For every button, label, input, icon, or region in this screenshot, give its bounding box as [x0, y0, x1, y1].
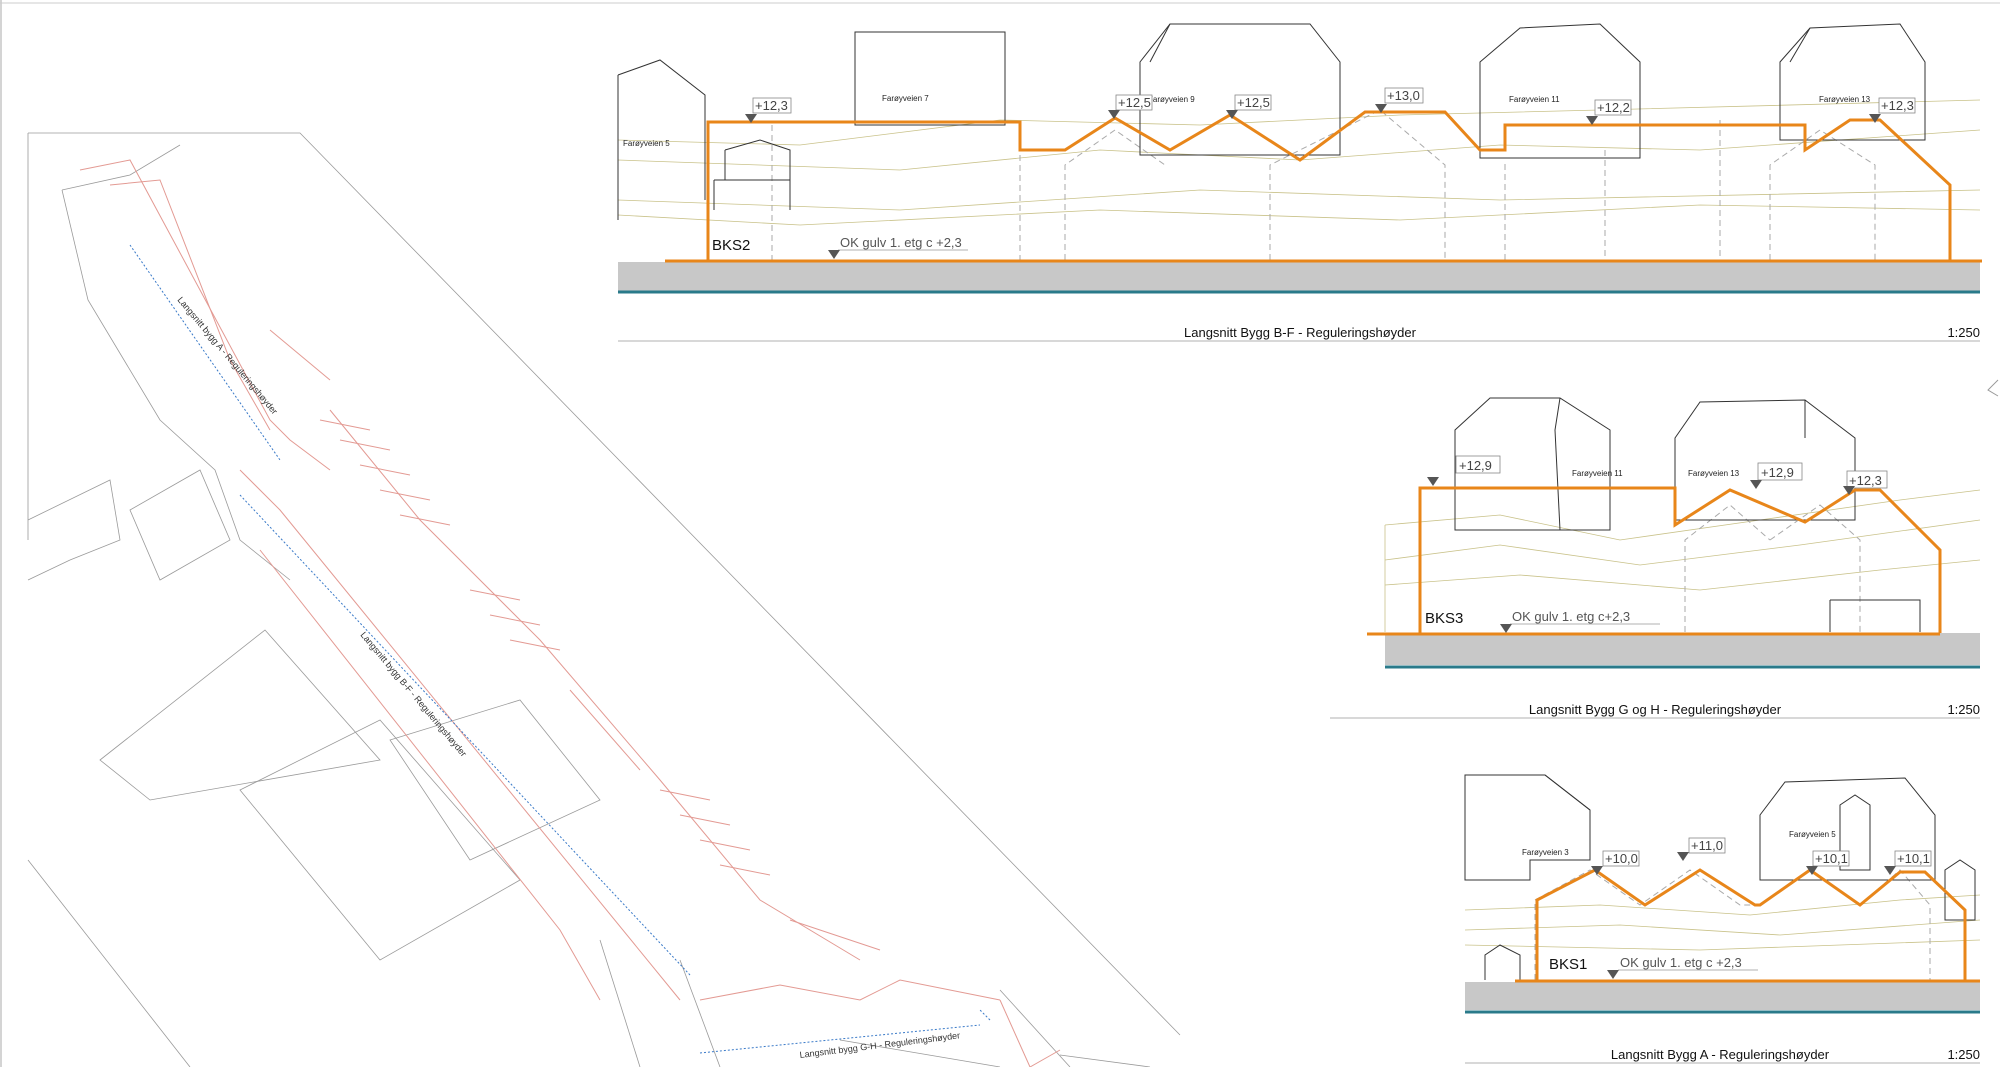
- section-scale: 1:250: [1947, 702, 1980, 717]
- elevation-label: +12,9: [1761, 465, 1794, 480]
- floor-level-label: OK gulv 1. etg c +2,3: [1620, 955, 1742, 970]
- ground-band: [618, 262, 1980, 292]
- bks-label: BKS1: [1549, 956, 1587, 973]
- elevation-marker: [1586, 116, 1598, 125]
- elevation-marker: [1869, 114, 1881, 123]
- elevation-label: +12,3: [755, 98, 788, 113]
- elevation-label: +10,0: [1605, 851, 1638, 866]
- elevation-marker: [1375, 104, 1387, 113]
- section-title: Langsnitt Bygg A - Reguleringshøyder: [1611, 1047, 1830, 1062]
- house-label: Farøyveien 7: [882, 94, 929, 103]
- elevation-label: +13,0: [1387, 88, 1420, 103]
- section-scale: 1:250: [1947, 325, 1980, 340]
- elevation-label: +12,2: [1597, 100, 1630, 115]
- elevation-marker: [1427, 477, 1439, 486]
- sheet-edge-mark: [1987, 379, 1999, 397]
- section-gh: Farøyveien 11 Farøyveien 13 +12,9 +12,9 …: [1330, 397, 1981, 719]
- floor-level-marker: [828, 250, 840, 259]
- house-label: Farøyveien 5: [623, 139, 670, 148]
- section-a: Farøyveien 3 Farøyveien 5 +10,0 +11,0 +1…: [1464, 774, 1981, 1064]
- elevation-marker: [1108, 110, 1120, 119]
- elevation-marker: [1750, 480, 1762, 489]
- floor-level-label: OK gulv 1. etg c +2,3: [840, 235, 962, 250]
- elevation-label: +12,3: [1881, 98, 1914, 113]
- ground-band: [1465, 982, 1980, 1010]
- floor-level-marker: [1500, 624, 1512, 633]
- house-label: Farøyveien 11: [1509, 95, 1560, 104]
- section-bf: Farøyveien 5 Farøyveien 7 Farøyveien 9 F…: [617, 23, 1982, 342]
- elevation-label: +10,1: [1897, 851, 1930, 866]
- elevation-label: +12,9: [1459, 458, 1492, 473]
- house-label: Farøyveien 5: [1789, 830, 1836, 839]
- elevation-marker: [1843, 486, 1855, 495]
- plan-label-section-bf: Langsnitt bygg B-F - Reguleringshøyder: [358, 630, 468, 759]
- house-label: Farøyveien 13: [1688, 469, 1740, 478]
- house-label: Farøyveien 13: [1819, 95, 1871, 104]
- ground-band: [1385, 633, 1980, 665]
- floor-level-marker: [1607, 970, 1619, 979]
- section-title: Langsnitt Bygg B-F - Reguleringshøyder: [1184, 325, 1417, 340]
- elevation-label: +12,5: [1237, 95, 1270, 110]
- plan-label-section-a: Langsnitt bygg A - Reguleringshøyder: [175, 295, 279, 416]
- house-label: Farøyveien 9: [1148, 95, 1195, 104]
- bks-label: BKS3: [1425, 610, 1463, 627]
- house-label: Farøyveien 11: [1572, 469, 1623, 478]
- elevation-marker: [745, 114, 757, 123]
- section-title: Langsnitt Bygg G og H - Reguleringshøyde…: [1529, 702, 1782, 717]
- elevation-marker: [1591, 866, 1603, 875]
- elevation-label: +10,1: [1815, 851, 1848, 866]
- elevation-marker: [1884, 866, 1896, 875]
- house-label: Farøyveien 3: [1522, 848, 1569, 857]
- floor-level-label: OK gulv 1. etg c+2,3: [1512, 609, 1630, 624]
- elevation-label: +12,3: [1849, 473, 1882, 488]
- elevation-marker: [1806, 866, 1818, 875]
- elevation-marker: [1677, 852, 1689, 861]
- elevation-marker: [1226, 110, 1238, 119]
- bks-label: BKS2: [712, 237, 750, 254]
- elevation-label: +12,5: [1118, 95, 1151, 110]
- section-scale: 1:250: [1947, 1047, 1980, 1062]
- elevation-label: +11,0: [1691, 838, 1723, 853]
